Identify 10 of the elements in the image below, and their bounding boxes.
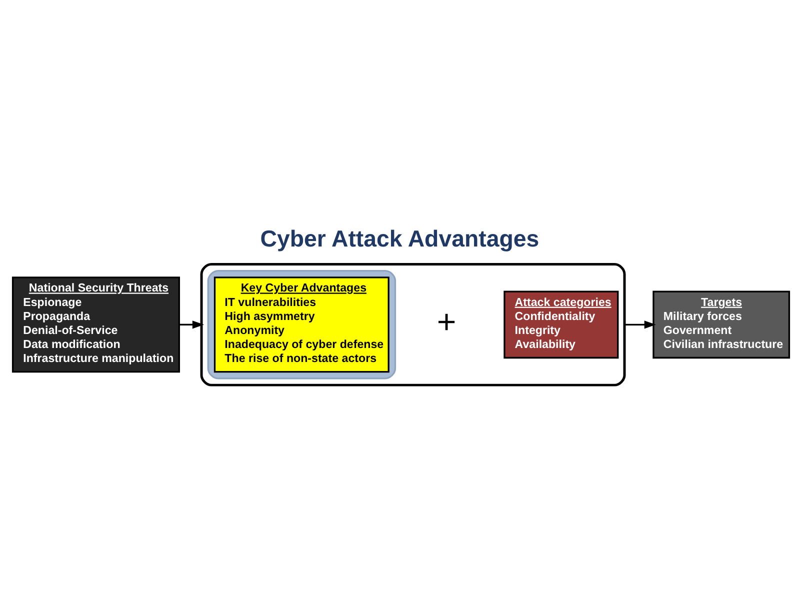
arrow [624,320,656,328]
arrow [179,320,204,328]
node-box: Key Cyber Advantages IT vulnerabilities High asymmetry Anonymity Inadequacy of cyber defense The rise of non-state actors [214,276,390,372]
label: + [436,303,456,340]
node-box: National Security Threats Espionage Propaganda Denial-of-Service Data modification Infrastructure manipulation [12,276,180,372]
diagram-title: Cyber Attack Advantages [260,224,540,251]
node-box: Targets Military forces Government Civilian infrastructure [652,290,790,358]
cluster [200,262,626,386]
cluster [207,270,396,379]
node-box: Attack categories Confidentiality Integrity Availability [504,290,619,358]
